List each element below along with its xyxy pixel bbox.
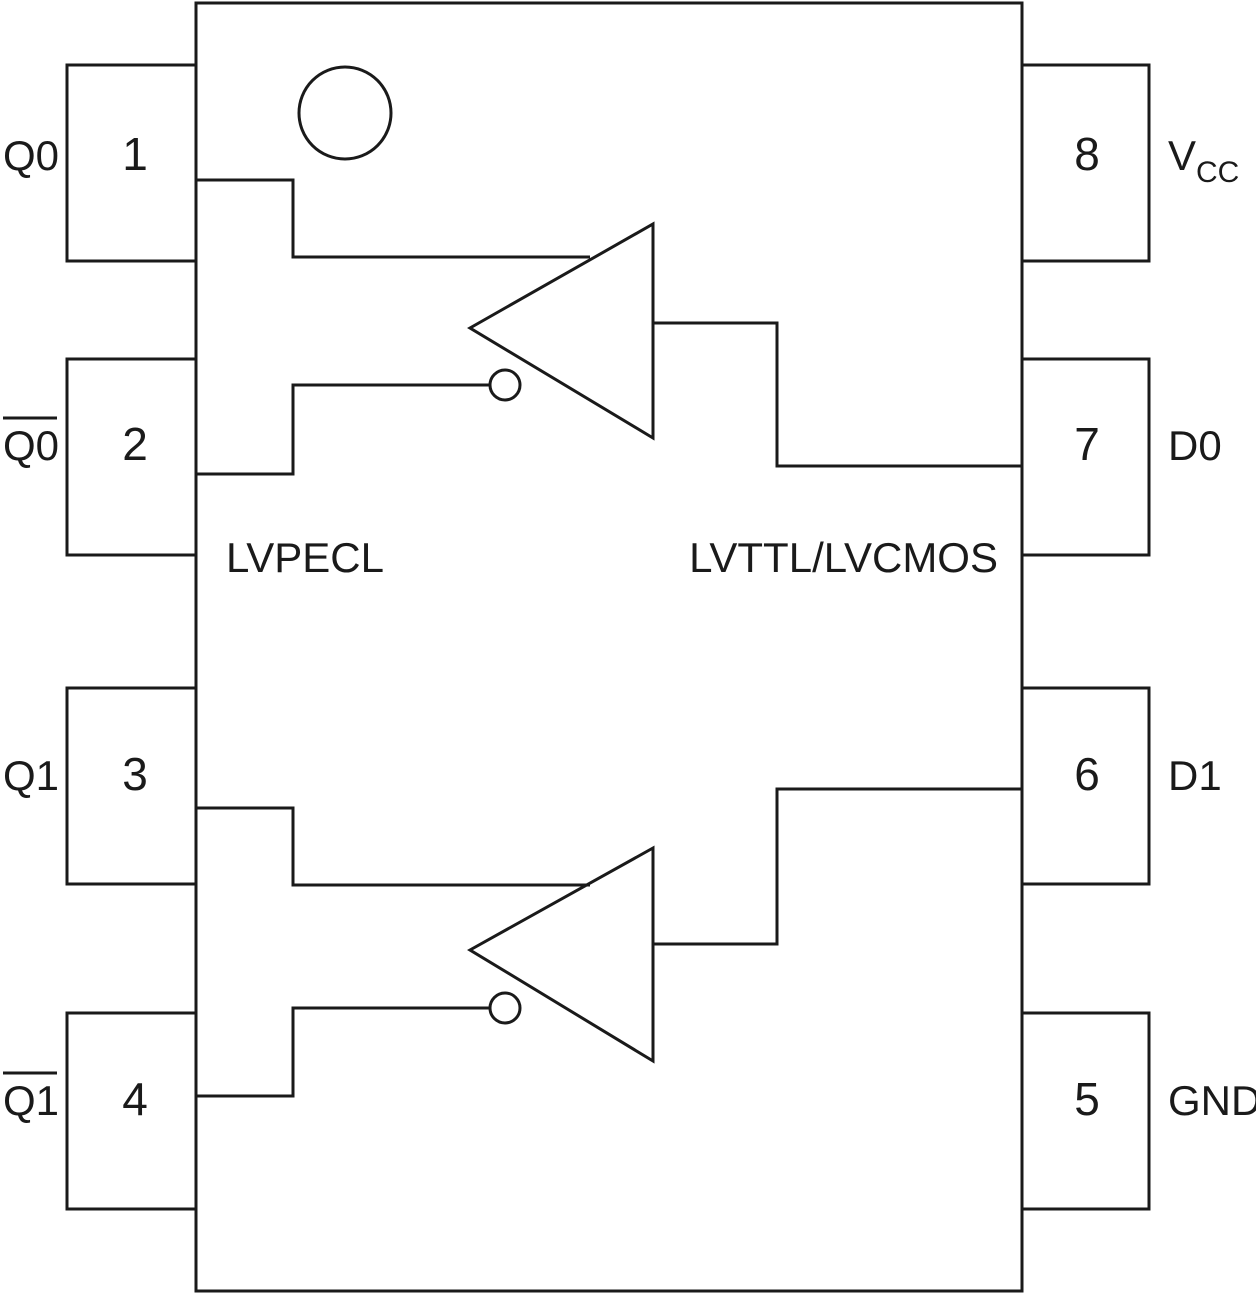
pin-box-6 — [1020, 686, 1151, 886]
pin-label-vcc-main: V — [1168, 132, 1196, 179]
buffer-triangle-0 — [467, 221, 655, 441]
pin-number-8: 8 — [1074, 128, 1100, 180]
pin-label-q0bar: Q0 — [3, 422, 59, 469]
pin-label-d1: D1 — [1168, 752, 1222, 799]
label-lvttl-lvcmos: LVTTL/LVCMOS — [689, 534, 998, 581]
pin-label-gnd: GND — [1168, 1077, 1256, 1124]
pin-label-q1bar: Q1 — [3, 1077, 59, 1124]
buffer-triangle-1 — [467, 845, 655, 1064]
pin-box-1 — [65, 63, 198, 263]
pin-number-3: 3 — [122, 748, 148, 800]
pin-label-q1: Q1 — [3, 752, 59, 799]
pin-box-8 — [1020, 63, 1151, 263]
wire-q0 — [196, 178, 590, 259]
wire-q1bar — [196, 1006, 490, 1098]
pin-box-3 — [65, 686, 198, 886]
pin-number-2: 2 — [122, 418, 148, 470]
wire-d1 — [653, 787, 1022, 946]
pin-box-5 — [1020, 1011, 1151, 1211]
wire-q0bar — [196, 383, 490, 476]
pin-number-7: 7 — [1074, 418, 1100, 470]
pin-label-vcc-sub: CC — [1196, 156, 1239, 189]
pin-number-4: 4 — [122, 1073, 148, 1125]
wire-d0 — [653, 321, 1022, 468]
inverting-bubble-0 — [488, 368, 522, 402]
pin-number-1: 1 — [122, 128, 148, 180]
wire-q1 — [196, 806, 590, 887]
pin-number-5: 5 — [1074, 1073, 1100, 1125]
pin-box-7 — [1020, 357, 1151, 557]
pin-label-q0: Q0 — [3, 132, 59, 179]
ic-body — [194, 1, 1024, 1293]
pin-box-4 — [65, 1011, 198, 1211]
pin-box-2 — [65, 357, 198, 557]
pin1-indicator — [297, 65, 393, 161]
pin-label-vcc: VCC — [1168, 132, 1239, 189]
pin-label-d0: D0 — [1168, 422, 1222, 469]
inverting-bubble-1 — [488, 991, 522, 1025]
pin-number-6: 6 — [1074, 748, 1100, 800]
label-lvpecl: LVPECL — [226, 534, 384, 581]
